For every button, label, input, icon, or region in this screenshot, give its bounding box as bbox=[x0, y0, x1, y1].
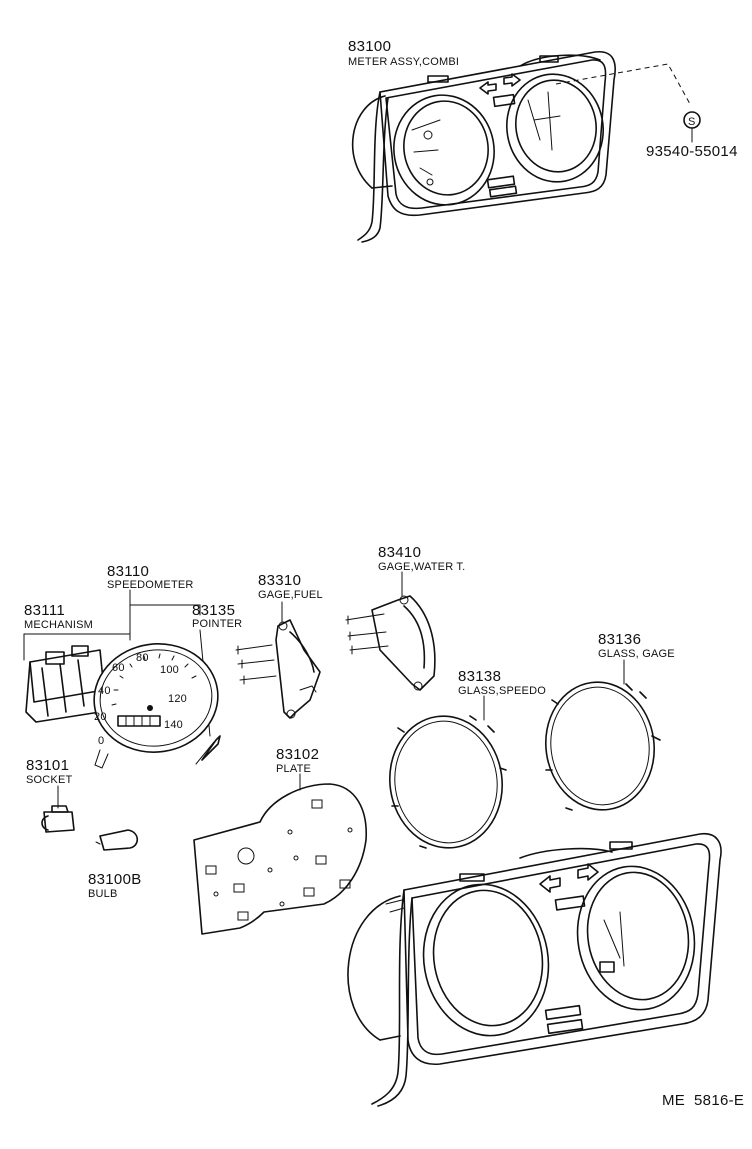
speedo-scale-20: 20 bbox=[94, 711, 107, 723]
bulb-illustration bbox=[95, 829, 139, 851]
glass-gage-name: GLASS, GAGE bbox=[598, 648, 675, 660]
mechanism-name: MECHANISM bbox=[24, 619, 93, 631]
socket-number: 83101 bbox=[26, 757, 69, 774]
speedo-scale-40: 40 bbox=[98, 685, 111, 697]
glass-speedo-number: 83138 bbox=[458, 668, 501, 685]
speedometer-illustration: 0 20 40 60 80 100 120 140 bbox=[23, 589, 221, 769]
speedometer-number: 83110 bbox=[107, 563, 149, 580]
bulb-name: BULB bbox=[88, 888, 118, 900]
pointer-number: 83135 bbox=[192, 602, 235, 619]
meter-assy-illustration: S bbox=[351, 51, 701, 243]
plate-illustration bbox=[193, 773, 367, 935]
diagram-code: ME 5816-E bbox=[662, 1092, 744, 1109]
glass-speedo-name: GLASS,SPEEDO bbox=[458, 685, 546, 697]
plate-name: PLATE bbox=[276, 763, 311, 775]
socket-name: SOCKET bbox=[26, 774, 73, 786]
gage-fuel-number: 83310 bbox=[258, 572, 301, 589]
glass-speedo-illustration bbox=[388, 695, 507, 849]
speedo-scale-140: 140 bbox=[164, 719, 183, 731]
speedo-scale-60: 60 bbox=[112, 662, 125, 674]
speedometer-name: SPEEDOMETER bbox=[107, 579, 194, 591]
gage-water-number: 83410 bbox=[378, 544, 421, 561]
water-gage-illustration bbox=[345, 571, 436, 691]
glass-gage-illustration bbox=[544, 659, 661, 811]
gage-water-name: GAGE,WATER T. bbox=[378, 561, 465, 573]
gage-fuel-name: GAGE,FUEL bbox=[258, 589, 323, 601]
glass-gage-number: 83136 bbox=[598, 631, 641, 648]
speedo-scale-80: 80 bbox=[136, 652, 149, 664]
pointer-name: POINTER bbox=[192, 618, 242, 630]
meter-assy-number: 83100 bbox=[348, 38, 391, 55]
fuel-gage-illustration bbox=[235, 601, 321, 719]
mechanism-number: 83111 bbox=[24, 602, 65, 619]
screw-number: 93540-55014 bbox=[646, 143, 738, 160]
speedo-scale-100: 100 bbox=[160, 664, 179, 676]
socket-illustration bbox=[41, 785, 75, 833]
meter-housing-illustration bbox=[347, 833, 722, 1107]
plate-number: 83102 bbox=[276, 746, 319, 763]
bulb-number: 83100B bbox=[88, 871, 142, 888]
meter-assy-name: METER ASSY,COMBI bbox=[348, 56, 459, 68]
speedo-scale-0: 0 bbox=[98, 735, 104, 747]
screw-marker: S bbox=[688, 116, 696, 128]
speedo-scale-120: 120 bbox=[168, 693, 187, 705]
